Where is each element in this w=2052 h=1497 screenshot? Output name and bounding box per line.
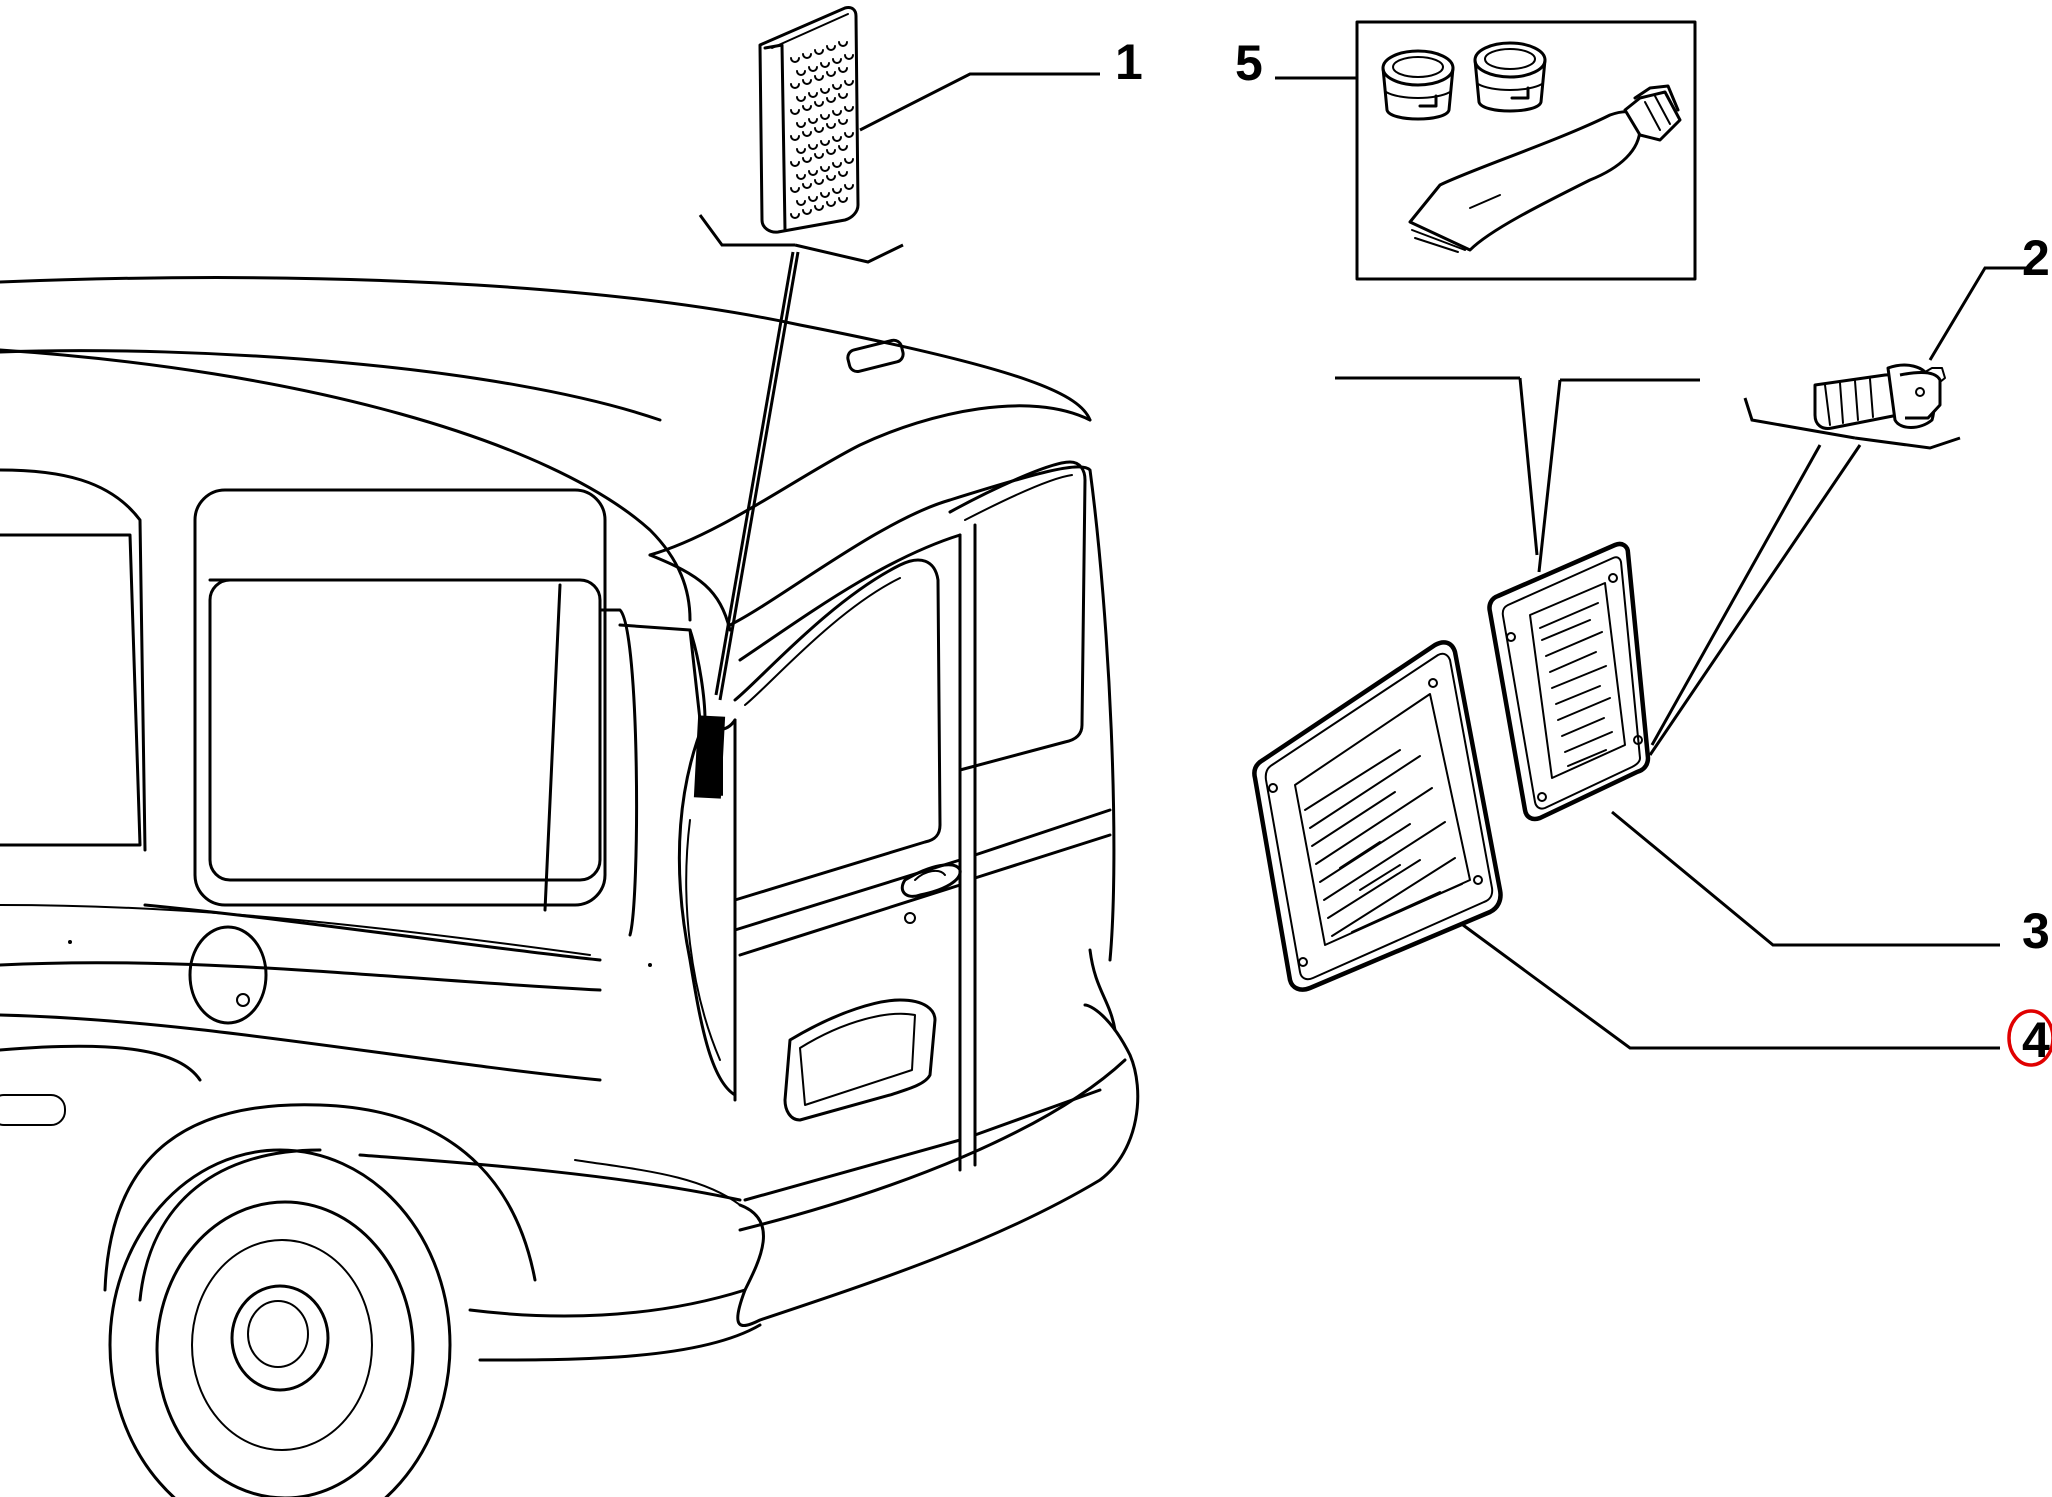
callout-2: 2	[2022, 230, 2050, 286]
callout-1: 1	[1115, 34, 1143, 90]
callout-1-leader	[859, 72, 1100, 132]
small-window-glass-lines	[1539, 602, 1613, 767]
sealant-kit-box	[1355, 20, 1697, 281]
large-window-panel-part	[1252, 376, 2000, 1050]
small-window-panel-part	[1487, 541, 2000, 947]
sealant-kit-part	[1275, 20, 1697, 281]
clip-part	[1648, 266, 2030, 756]
reflector-pad-part	[698, 6, 904, 701]
callout-5: 5	[1235, 35, 1263, 91]
callout-4-highlight-circle	[2007, 1009, 2052, 1067]
reflector-texture	[790, 41, 854, 219]
van-illustration	[0, 276, 1140, 1497]
large-window-glass-lines	[1304, 749, 1463, 937]
callout-labels: 1 2 3 4 5	[1115, 34, 2052, 1068]
callout-3: 3	[2022, 903, 2050, 959]
